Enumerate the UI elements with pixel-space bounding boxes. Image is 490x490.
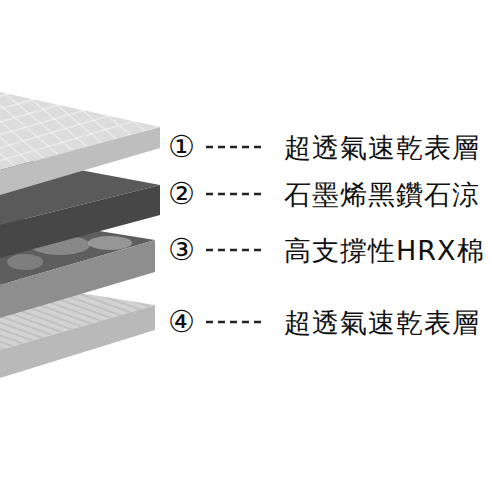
callout-number: ③ bbox=[168, 235, 195, 265]
leader-dashes bbox=[206, 147, 262, 322]
layer-label: 石墨烯黑鑽石涼 bbox=[284, 181, 480, 208]
callout-number: ② bbox=[168, 179, 195, 209]
callout-number: ④ bbox=[168, 307, 195, 337]
layer-label: 超透氣速乾表層 bbox=[284, 134, 480, 161]
layer-label: 超透氣速乾表層 bbox=[284, 309, 480, 336]
callout-number: ① bbox=[168, 132, 195, 162]
layer-label: 高支撐性HRX棉 bbox=[284, 237, 485, 264]
top-layer bbox=[0, 92, 160, 195]
